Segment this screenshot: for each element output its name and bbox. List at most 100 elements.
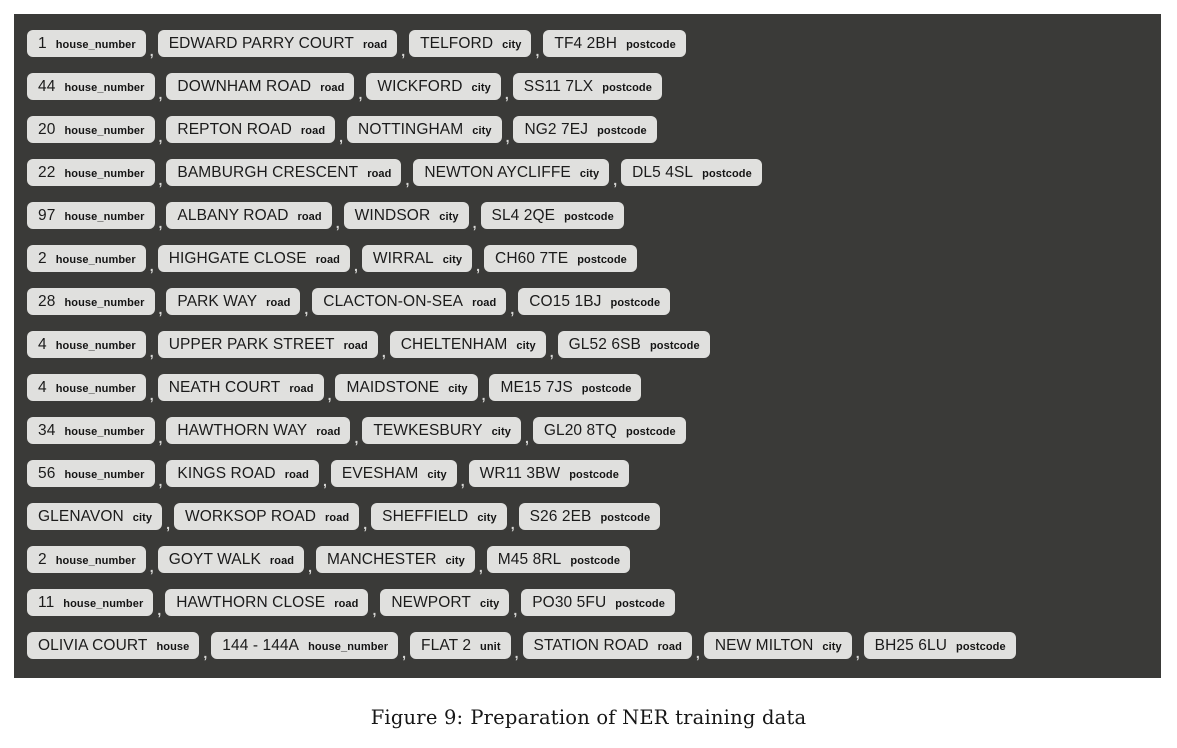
entity-label: road (320, 81, 345, 94)
entity-label: house_number (64, 296, 145, 309)
entity-chip[interactable]: FLAT 2 unit (410, 631, 511, 660)
entity-separator: , (513, 602, 518, 618)
entity-text: 144 - 144A (222, 636, 300, 654)
entity-text: NEATH COURT (168, 378, 281, 396)
entity-label: house_number (64, 81, 145, 94)
entity-text: 20 (38, 120, 56, 138)
entity-label: postcode (569, 468, 619, 481)
entity-text: TF4 2BH (554, 34, 618, 52)
entity-separator: , (157, 602, 162, 618)
entity-label: road (472, 296, 497, 309)
entity-separator: , (327, 387, 332, 403)
entity-separator: , (304, 301, 309, 317)
entity-text: DL5 4SL (632, 163, 694, 181)
entity-separator: , (510, 516, 515, 532)
entity-text: 1 (38, 34, 47, 52)
entity-label: unit (480, 640, 501, 653)
entity-text: 97 (38, 206, 56, 224)
entity-text: SS11 7LX (523, 77, 594, 95)
entity-label: postcode (581, 382, 632, 395)
entity-text: NG2 7EJ (524, 120, 589, 138)
entity-text: 44 (38, 77, 56, 95)
entity-label: road (300, 124, 326, 137)
entity-label: city (427, 468, 447, 481)
entity-text: FLAT 2 (421, 636, 472, 654)
entity-text: S26 2EB (529, 507, 592, 525)
entity-separator: , (472, 215, 477, 231)
figure-caption-label: Figure 9: (370, 706, 464, 729)
entity-label: house_number (63, 597, 144, 610)
entity-separator: , (478, 559, 483, 575)
entity-separator: , (158, 430, 163, 446)
entity-label: road (266, 296, 291, 309)
entity-label: house_number (55, 339, 136, 352)
entity-chip[interactable]: 44 house_number (27, 72, 155, 101)
entity-label: road (316, 425, 341, 438)
entity-text: BAMBURGH CRESCENT (177, 163, 359, 181)
